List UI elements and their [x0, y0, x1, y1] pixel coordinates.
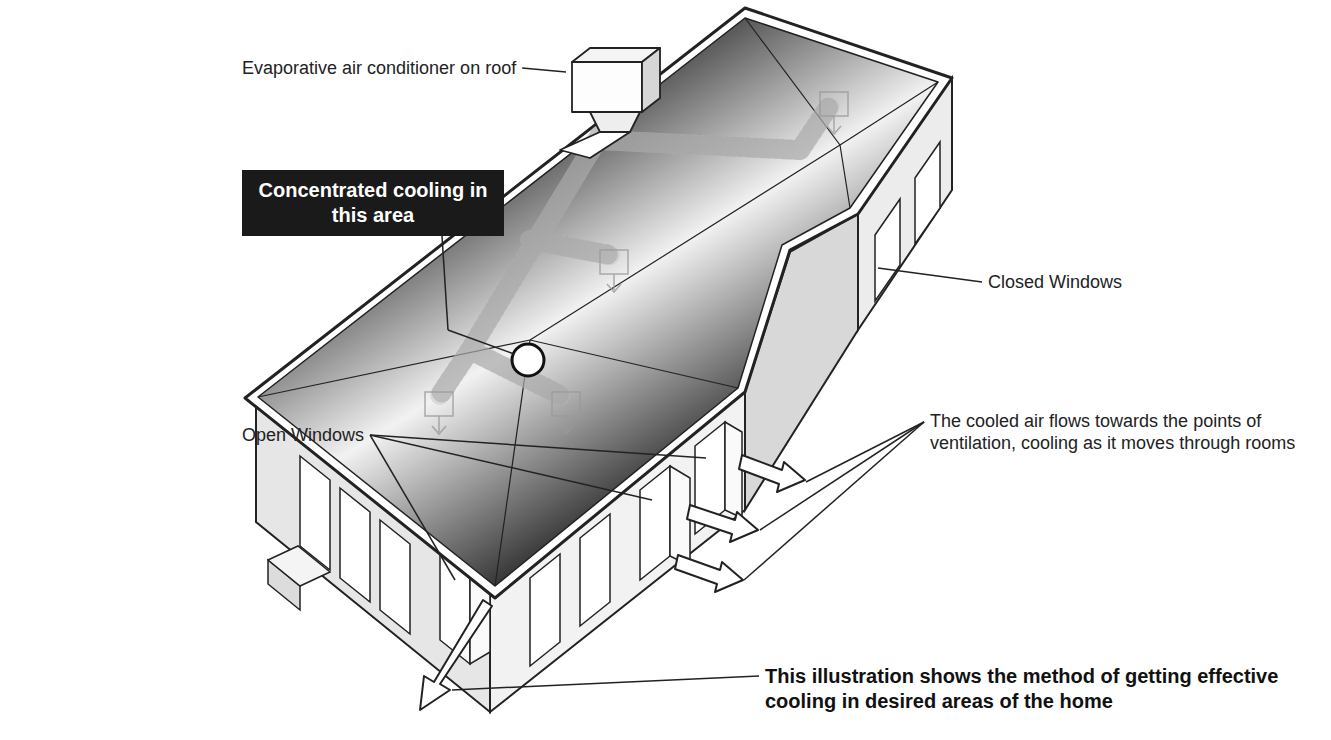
leader-line [760, 422, 924, 530]
closed-window [915, 142, 940, 244]
callout-label: The cooled air flows towards the points … [930, 410, 1330, 454]
window [340, 488, 370, 602]
window [380, 520, 410, 634]
caption-note: This illustration shows the method of ge… [765, 664, 1325, 714]
callout-label: Evaporative air conditioner on roof [242, 57, 516, 79]
leader-line [744, 422, 924, 580]
closed-window [875, 199, 900, 301]
ducts [440, 105, 830, 395]
airflow-arrows [420, 455, 805, 710]
leader-line [522, 68, 566, 72]
leader-line [370, 435, 455, 580]
callout-box: Concentrated cooling in this area [242, 170, 504, 236]
window [530, 554, 560, 666]
leader-lines [370, 68, 982, 690]
callout-label: Closed Windows [988, 271, 1122, 293]
leader-line [442, 236, 448, 330]
roof-hips [258, 18, 938, 586]
leader-line [370, 435, 706, 458]
leader-line [448, 330, 514, 354]
leader-line [878, 268, 982, 282]
callout-text: Concentrated cooling in this area [258, 178, 488, 228]
window [300, 456, 330, 570]
evaporative-air-conditioner [560, 48, 660, 158]
window [580, 514, 610, 626]
roof-eave [245, 8, 952, 598]
open-window [640, 466, 670, 580]
roof [258, 18, 938, 586]
duct-outlets [425, 92, 848, 434]
callout-label: Open Windows [242, 424, 364, 446]
leader-line [452, 676, 759, 690]
focus-circle [512, 344, 544, 376]
